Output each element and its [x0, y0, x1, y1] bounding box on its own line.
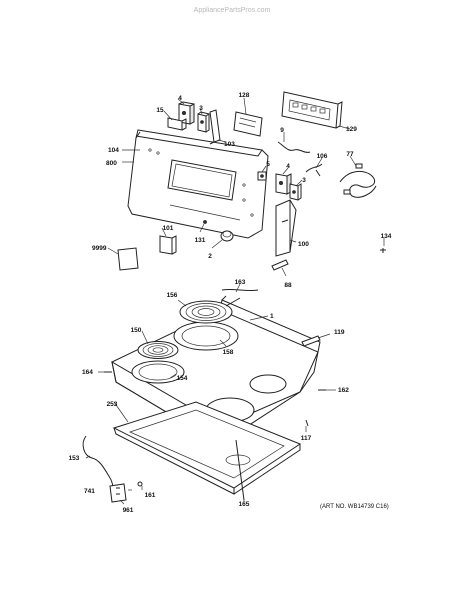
callout-153: 153 — [69, 455, 80, 462]
callout-158: 158 — [223, 349, 234, 356]
callout-100: 100 — [298, 241, 309, 248]
screw-131 — [203, 220, 207, 224]
surface-element-large — [173, 297, 241, 351]
callout-131: 131 — [195, 237, 206, 244]
clip-117 — [305, 419, 309, 427]
callout-3: 3 — [199, 105, 203, 112]
callout-117: 117 — [301, 435, 312, 442]
callout-5: 5 — [266, 161, 270, 168]
callout-1: 1 — [270, 313, 274, 320]
art-number: (ART NO. WB14739 C16) — [320, 504, 389, 510]
indicator-light-5 — [257, 171, 267, 181]
literature-9999 — [117, 247, 139, 271]
callout-3-mid: 3 — [302, 177, 306, 184]
callout-741: 741 — [84, 488, 95, 495]
leader-lines — [85, 97, 385, 505]
watermark: AppliancePartsPros.com — [194, 7, 271, 14]
harness-106 — [305, 163, 323, 177]
clock-module-128 — [233, 111, 263, 137]
callout-129: 129 — [346, 126, 357, 133]
knob-2 — [220, 230, 234, 242]
wire-163 — [221, 288, 259, 292]
screw-161 — [137, 481, 143, 487]
burner-box-253 — [112, 401, 302, 495]
infinite-switch-mid — [275, 173, 292, 195]
callout-164: 164 — [82, 369, 93, 376]
callout-253: 253 — [107, 401, 118, 408]
callout-150: 150 — [131, 327, 142, 334]
callout-15: 15 — [156, 107, 164, 114]
bracket-119 — [301, 335, 321, 347]
bracket-103 — [209, 109, 221, 145]
callout-77: 77 — [346, 151, 354, 158]
foot-88 — [271, 259, 289, 271]
callout-154: 154 — [177, 375, 188, 382]
callout-labels: 4 3 15 128 129 104 800 103 9 5 106 77 4 … — [69, 92, 392, 514]
callout-156: 156 — [167, 292, 178, 299]
receptacle-741 — [109, 483, 127, 503]
callout-119: 119 — [334, 329, 345, 336]
callout-106: 106 — [317, 153, 328, 160]
switch-mid-3 — [289, 183, 302, 201]
screw-134 — [380, 248, 386, 253]
callout-9: 9 — [280, 127, 284, 134]
callout-4-mid: 4 — [286, 163, 290, 170]
callout-101: 101 — [163, 225, 174, 232]
callout-9999: 9999 — [92, 245, 107, 252]
wire-assembly-77 — [339, 163, 377, 198]
control-panel-backsplash — [127, 129, 269, 239]
switch-top-3 — [197, 111, 211, 133]
clock-board-129 — [281, 91, 343, 129]
callout-134: 134 — [381, 233, 392, 240]
callout-128: 128 — [239, 92, 250, 99]
infinite-switch-top — [178, 101, 195, 125]
callout-161: 161 — [145, 492, 156, 499]
bracket-101 — [159, 235, 177, 255]
callout-162: 162 — [338, 387, 349, 394]
callout-800: 800 — [106, 160, 117, 167]
wire-153 — [82, 435, 117, 495]
callout-165: 165 — [239, 501, 250, 508]
callout-88: 88 — [284, 282, 292, 289]
callout-104: 104 — [108, 147, 119, 154]
harness-9 — [277, 141, 311, 153]
wire-165 — [235, 439, 245, 501]
callout-103: 103 — [224, 141, 235, 148]
callout-2: 2 — [208, 253, 212, 260]
bracket-15 — [167, 117, 187, 131]
callout-163: 163 — [235, 279, 246, 286]
end-cap-100 — [275, 199, 297, 257]
callout-961: 961 — [123, 507, 134, 514]
callout-4: 4 — [178, 95, 182, 102]
